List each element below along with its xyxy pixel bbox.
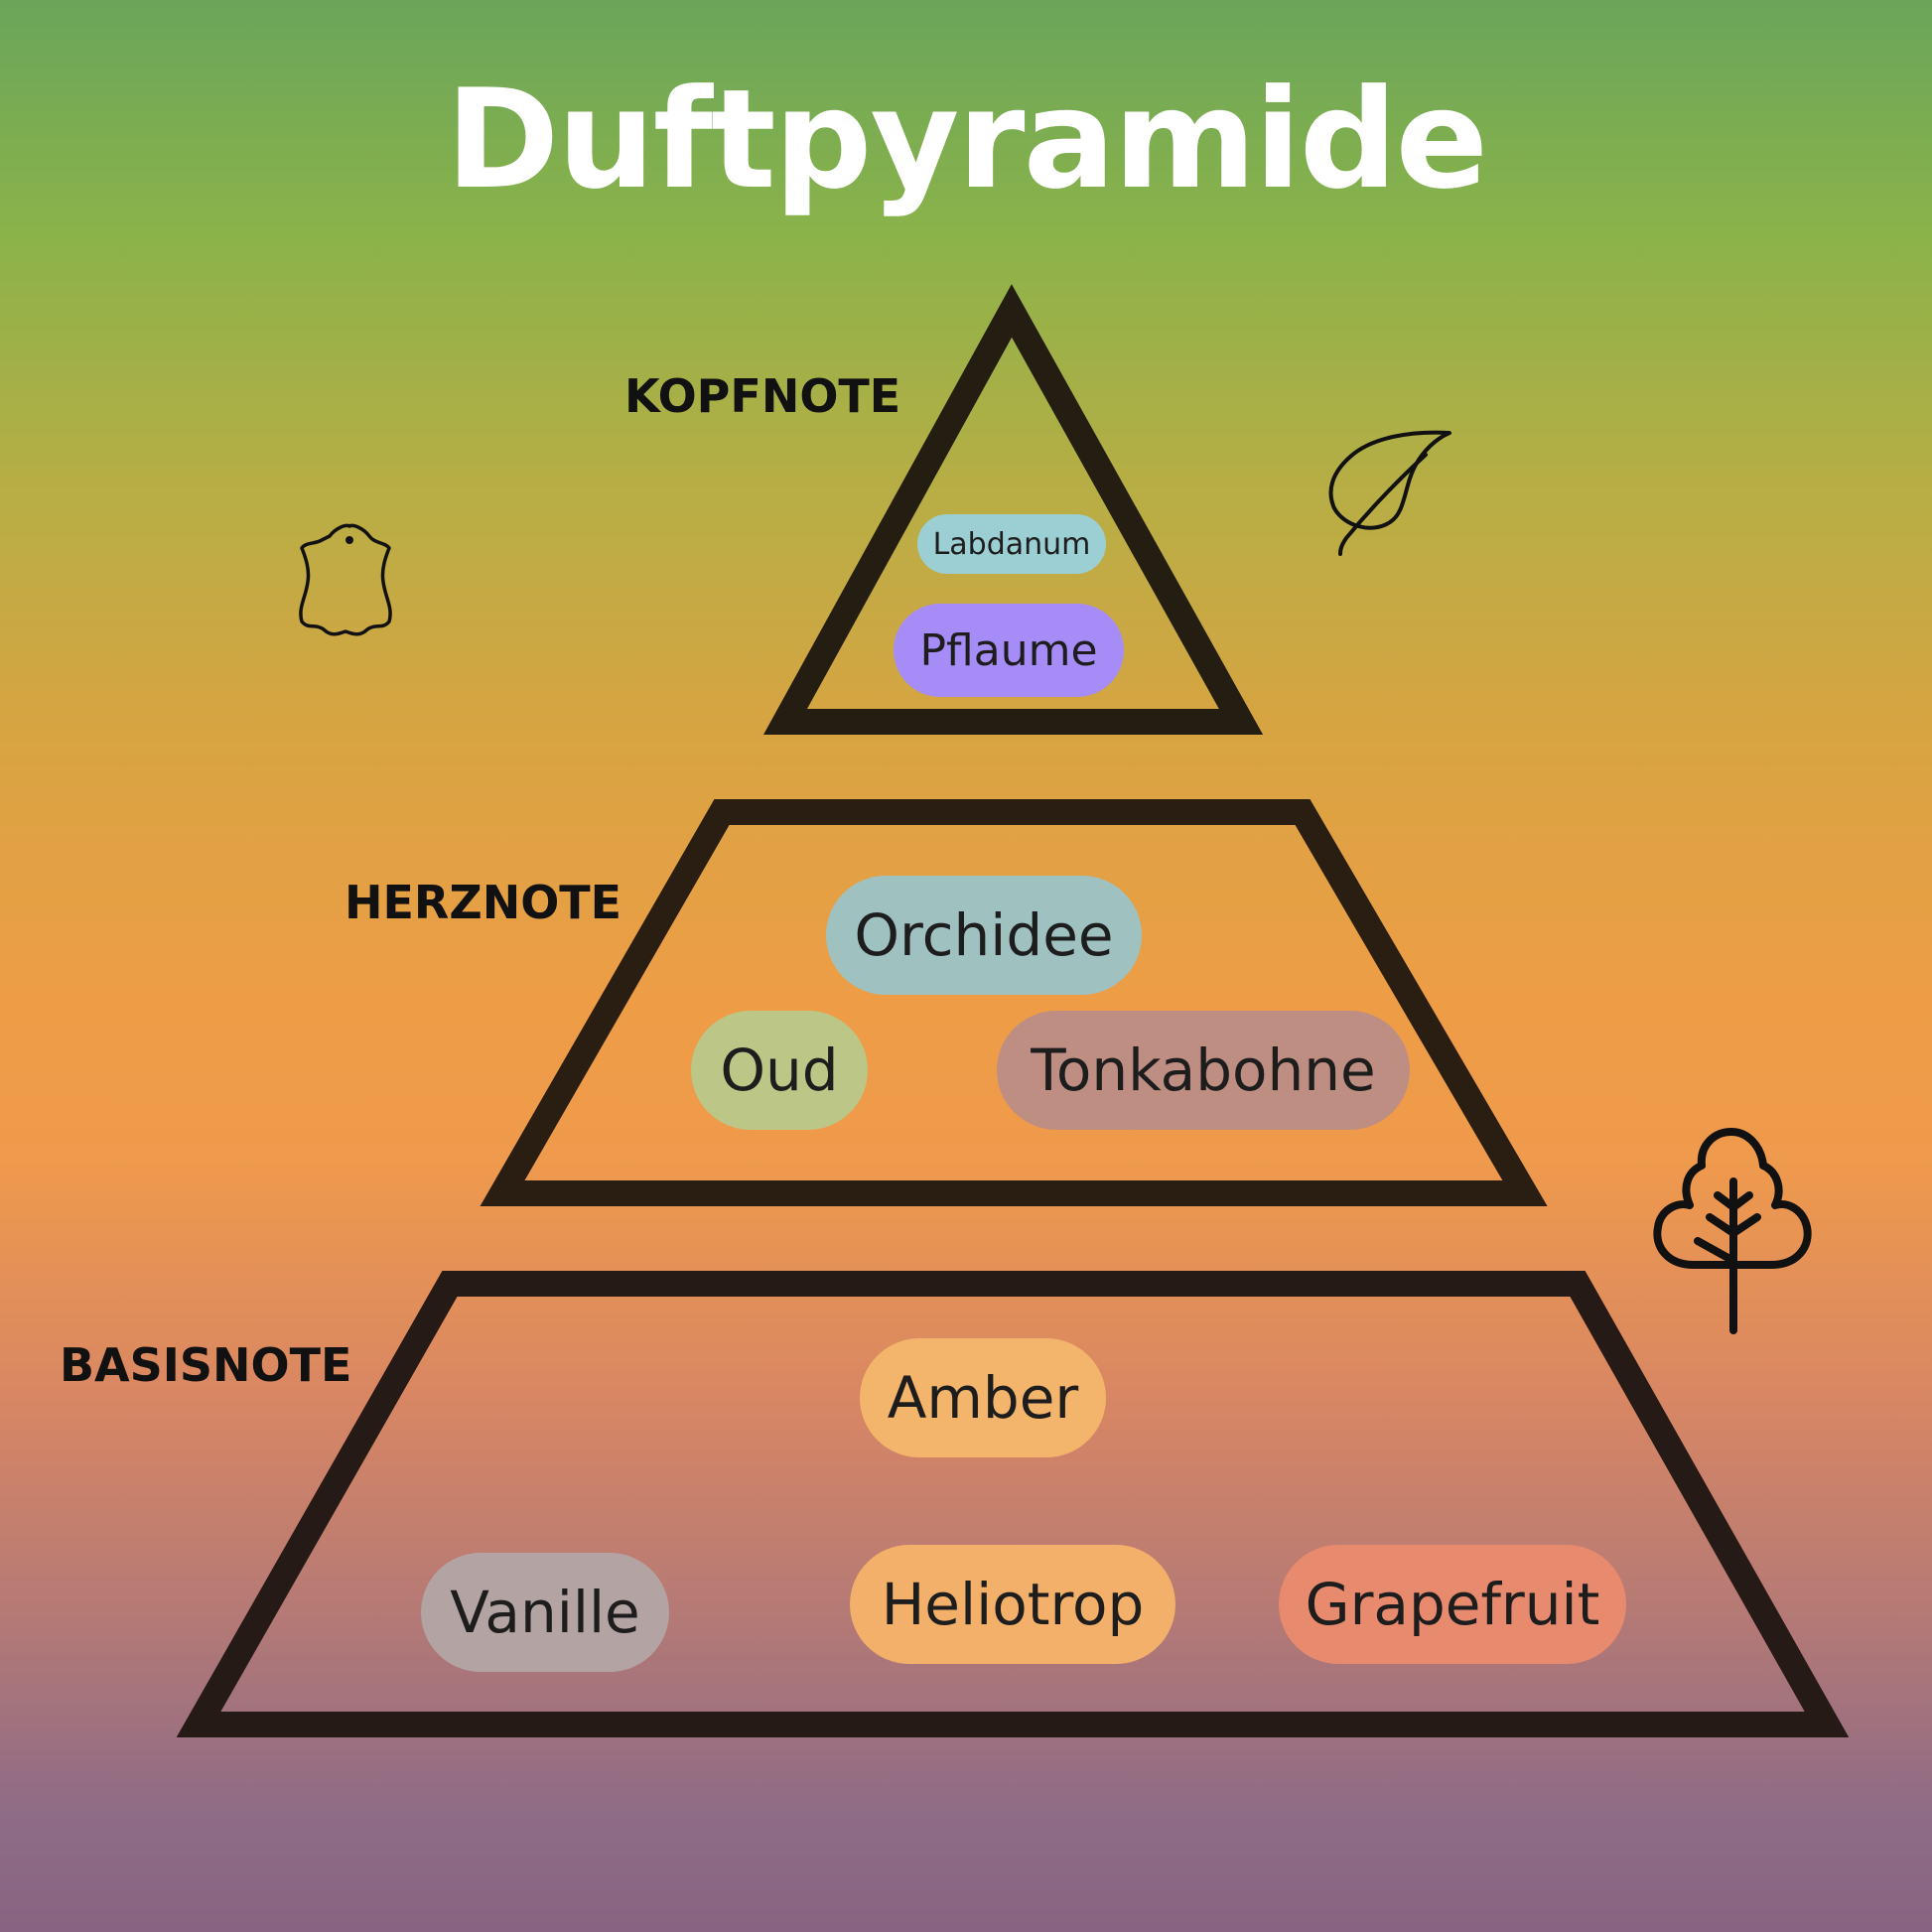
note-pill-amber: Amber — [860, 1338, 1106, 1457]
note-label: Grapefruit — [1305, 1571, 1600, 1638]
note-label: Heliotrop — [881, 1571, 1145, 1638]
note-pill-pflaume: Pflaume — [894, 604, 1124, 697]
note-pill-orchidee: Orchidee — [826, 876, 1142, 995]
pyramid-middle-tier — [480, 799, 1548, 1206]
note-label: Vanille — [450, 1579, 640, 1646]
pyramid-base-tier — [176, 1271, 1850, 1737]
note-label: Orchidee — [854, 901, 1114, 969]
page-title: Duftpyramide — [445, 60, 1488, 219]
note-pill-vanille: Vanille — [421, 1553, 669, 1672]
tier-label-herznote: HERZNOTE — [345, 876, 622, 929]
note-pill-labdanum: Labdanum — [917, 514, 1106, 574]
note-pill-tonkabohne: Tonkabohne — [997, 1011, 1410, 1130]
note-label: Labdanum — [932, 526, 1091, 562]
note-label: Amber — [887, 1364, 1079, 1432]
note-pill-grapefruit: Grapefruit — [1279, 1545, 1626, 1664]
tier-label-basisnote: BASISNOTE — [60, 1338, 352, 1392]
note-pill-heliotrop: Heliotrop — [850, 1545, 1175, 1664]
tier-label-kopfnote: KOPFNOTE — [624, 369, 901, 423]
leaf-icon — [1328, 430, 1451, 556]
pyramid-top-tier — [762, 284, 1264, 735]
tree-icon — [1653, 1128, 1812, 1334]
note-label: Oud — [720, 1036, 839, 1104]
leather-icon — [299, 523, 392, 636]
note-pill-oud: Oud — [691, 1011, 868, 1130]
note-label: Pflaume — [919, 624, 1098, 676]
note-label: Tonkabohne — [1031, 1036, 1376, 1104]
